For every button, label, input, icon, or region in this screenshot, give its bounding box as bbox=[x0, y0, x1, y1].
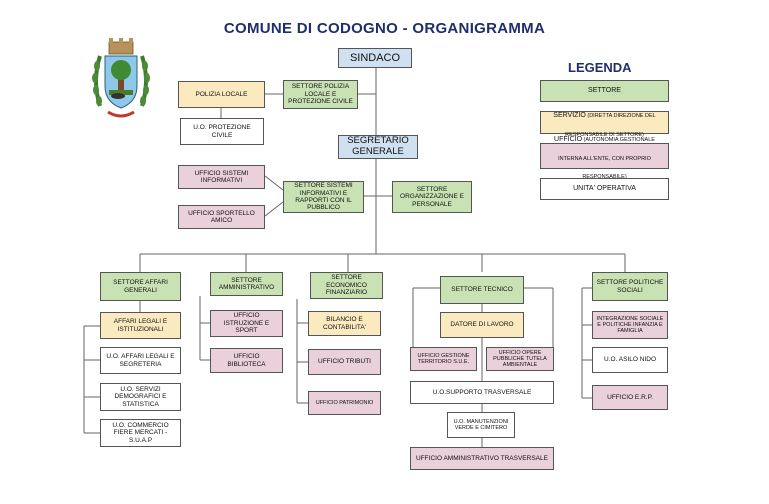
ufficio-gestione-territorio-box: UFFICIO GESTIONE TERRITORIO S.U.E. bbox=[410, 347, 477, 371]
uo-supporto-box: U.O.SUPPORTO TRASVERSALE bbox=[410, 381, 554, 404]
legend-unita: UNITA' OPERATIVA bbox=[540, 178, 669, 200]
legend-servizio: SERVIZIO (DIRETTA DIREZIONE DEL RESPONSA… bbox=[540, 111, 669, 138]
ufficio-tributi-box: UFFICIO TRIBUTI bbox=[308, 349, 381, 375]
page-title: COMUNE DI CODOGNO - ORGANIGRAMMA bbox=[223, 20, 546, 37]
uo-manutenzioni-box: U.O. MANUTENZIONI VERDE E CIMITERO bbox=[447, 412, 515, 438]
legend-ufficio-head: UFFICIO bbox=[554, 136, 583, 144]
ufficio-biblioteca-box: UFFICIO BIBLIOTECA bbox=[210, 348, 283, 373]
bilancio-box: BILANCIO E CONTABILITA' bbox=[308, 311, 381, 336]
settore-sistemi-box: SETTORE SISTEMI INFORMATIVI E RAPPORTI C… bbox=[283, 181, 364, 213]
integrazione-sociale-box: INTEGRAZIONE SOCIALE E POLITICHE INFANZI… bbox=[592, 311, 668, 339]
uo-asilo-nido-box: U.O. ASILO NIDO bbox=[592, 347, 668, 373]
segretario-box: SEGRETARIO GENERALE bbox=[338, 135, 418, 159]
legend-ufficio: UFFICIO (AUTONOMIA GESTIONALE INTERNA AL… bbox=[540, 136, 669, 180]
ufficio-erp-box: UFFICIO E.R.P. bbox=[592, 385, 668, 410]
polizia-locale-box: POLIZIA LOCALE bbox=[178, 81, 265, 108]
affari-legali-box: AFFARI LEGALI E ISTITUZIONALI bbox=[100, 312, 181, 339]
ufficio-sportello-box: UFFICIO SPORTELLO AMICO bbox=[178, 205, 265, 229]
settore-amministrativo-box: SETTORE AMMINISTRATIVO bbox=[210, 272, 283, 296]
datore-lavoro-box: DATORE DI LAVORO bbox=[440, 312, 524, 338]
uo-protezione-box: U.O. PROTEZIONE CIVILE bbox=[180, 118, 264, 145]
settore-economico-box: SETTORE ECONOMICO FINANZIARIO bbox=[310, 272, 383, 299]
settore-tecnico-box: SETTORE TECNICO bbox=[440, 276, 524, 304]
ufficio-patrimonio-box: UFFICIO PATRIMONIO bbox=[308, 391, 381, 415]
settore-organizzazione-box: SETTORE ORGANIZZAZIONE E PERSONALE bbox=[392, 181, 472, 213]
ufficio-opere-pubbliche-box: UFFICIO OPERE PUBBLICHE TUTELA AMBIENTAL… bbox=[486, 347, 554, 371]
uo-servizi-demografici-box: U.O. SERVIZI DEMOGRAFICI E STATISTICA bbox=[100, 383, 181, 411]
ufficio-amministrativo-trasversale-box: UFFICIO AMMINISTRATIVO TRASVERSALE bbox=[410, 447, 554, 470]
ufficio-istruzione-box: UFFICIO ISTRUZIONE E SPORT bbox=[210, 310, 283, 337]
legend-servizio-head: SERVIZIO bbox=[553, 112, 586, 120]
legend-settore: SETTORE bbox=[540, 80, 669, 102]
legend-title: LEGENDA bbox=[568, 60, 632, 75]
settore-polizia-box: SETTORE POLIZIA LOCALE E PROTEZIONE CIVI… bbox=[283, 80, 358, 109]
ufficio-sistemi-box: UFFICIO SISTEMI INFORMATIVI bbox=[178, 165, 265, 189]
uo-affari-legali-box: U.O. AFFARI LEGALI E SEGRETERIA bbox=[100, 347, 181, 374]
settore-sociali-box: SETTORE POLITICHE SOCIALI bbox=[592, 272, 668, 301]
sindaco-box: SINDACO bbox=[338, 48, 412, 68]
settore-affari-box: SETTORE AFFARI GENERALI bbox=[100, 272, 181, 301]
coat-of-arms-logo bbox=[92, 38, 150, 118]
legend-ufficio-note: (AUTONOMIA GESTIONALE INTERNA ALL'ENTE, … bbox=[558, 137, 655, 180]
uo-commercio-box: U.O. COMMERCIO FIERE MERCATI - S.U.A.P bbox=[100, 419, 181, 447]
legend-servizio-note: (DIRETTA DIREZIONE DEL RESPONSABILE DI S… bbox=[565, 113, 656, 138]
